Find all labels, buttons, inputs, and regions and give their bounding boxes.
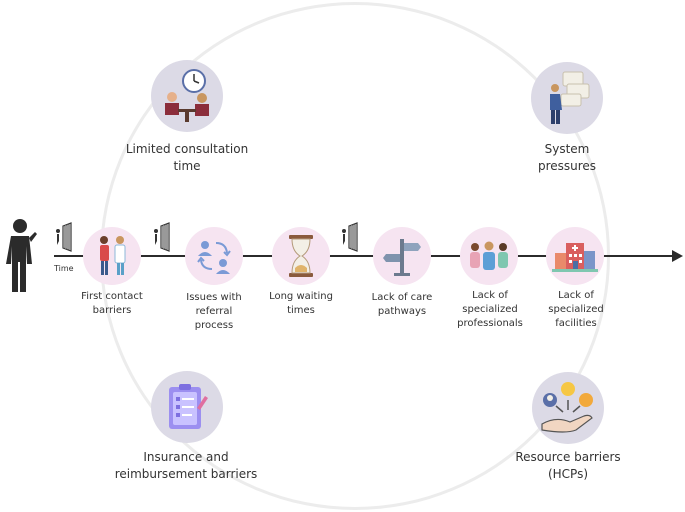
group-label-system-pressures: System pressures	[537, 142, 597, 173]
step-label-first-contact: First contact barriers	[81, 291, 143, 316]
step-label-specialized-professionals: Lack of specialized professionals	[457, 290, 523, 329]
group-insurance	[151, 371, 223, 443]
resources-hand-icon	[541, 382, 593, 433]
doctors-icon	[100, 236, 126, 275]
step-specialized-facilities	[546, 227, 604, 285]
signpost-icon	[383, 239, 421, 276]
time-label: Time	[54, 264, 74, 273]
timeline-arrow-icon	[672, 250, 683, 262]
group-label-resource-barriers: Resource barriers (HCPs)	[515, 450, 621, 481]
step-first-contact	[83, 227, 141, 285]
group-resource-barriers	[532, 372, 604, 444]
patient-figure-icon	[2, 218, 38, 296]
step-referral	[185, 227, 243, 285]
timeline-line	[54, 255, 674, 257]
group-consultation-time	[151, 60, 223, 132]
step-care-pathways	[373, 227, 431, 285]
wall-barrier-icon	[54, 222, 74, 252]
step-waiting	[272, 227, 330, 285]
step-label-referral: Issues with referral process	[186, 292, 242, 331]
group-system-pressures	[531, 62, 603, 134]
group-label-insurance: Insurance and reimbursement barriers	[114, 450, 258, 481]
referral-icon	[197, 241, 231, 274]
hospital-icon	[552, 243, 598, 272]
step-label-care-pathways: Lack of care pathways	[371, 292, 433, 317]
wall-barrier-icon	[152, 222, 172, 252]
step-label-waiting: Long waiting times	[269, 291, 333, 316]
consultation-clock-icon	[165, 69, 209, 122]
step-label-specialized-facilities: Lack of specialized facilities	[548, 290, 604, 329]
group-label-consultation-time: Limited consultation time	[125, 142, 249, 173]
step-specialized-professionals	[460, 227, 518, 285]
burdened-person-icon	[550, 71, 590, 124]
wall-barrier-icon	[340, 222, 360, 252]
hourglass-icon	[289, 235, 313, 277]
clipboard-icon	[169, 384, 208, 429]
medical-team-icon	[470, 241, 508, 270]
